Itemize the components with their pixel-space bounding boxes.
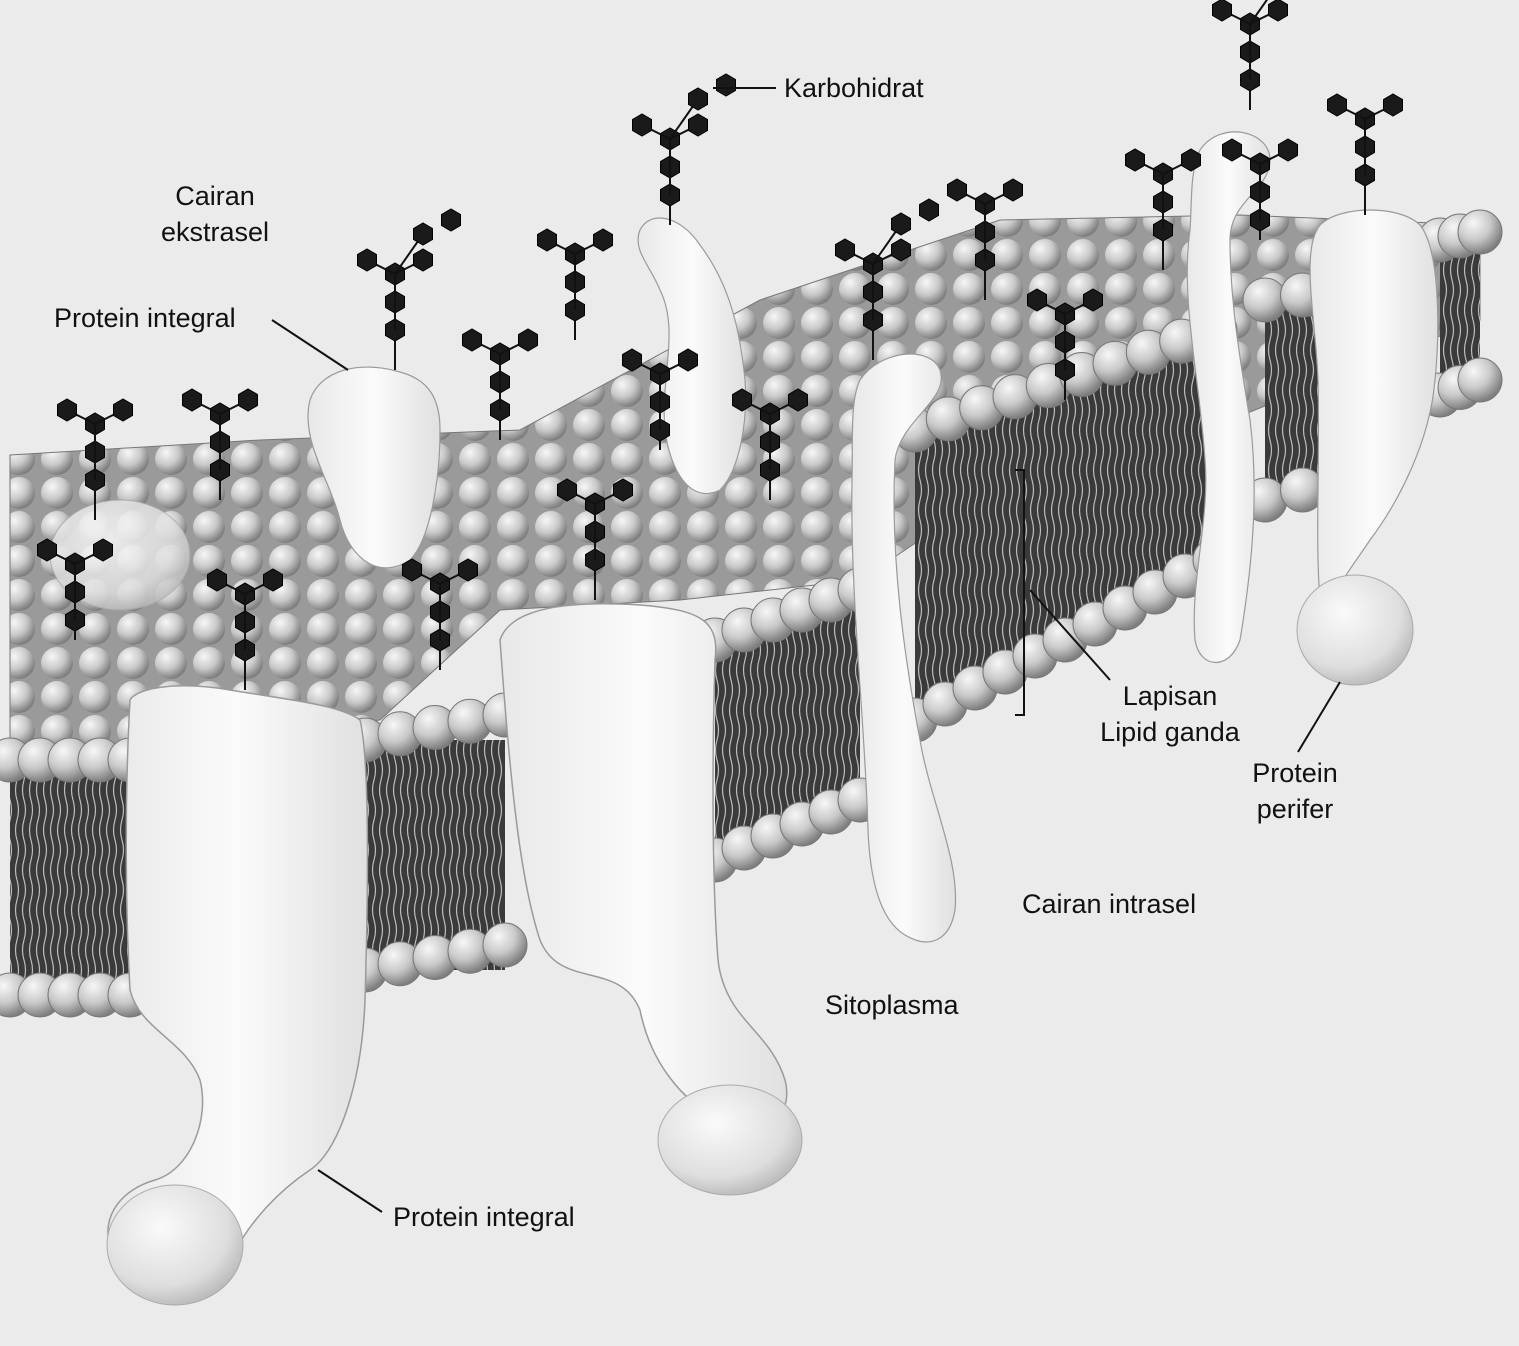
label-cairan-ekstrasel: Cairan ekstrasel [150, 178, 280, 250]
sugar-link [1249, 0, 1269, 25]
label-lapisan-lipid-ganda: Lapisan Lipid ganda [1080, 678, 1260, 750]
sugar-hexagon [716, 73, 736, 97]
sugar-hexagon [357, 248, 377, 272]
label-lapisan-line1: Lapisan [1122, 681, 1218, 711]
protein-peripheral [1296, 209, 1439, 686]
sugar-hexagon [182, 388, 202, 412]
sugar-hexagon [632, 113, 652, 137]
protein-integral-center [499, 603, 803, 1196]
protein-integral-upper-left [307, 366, 441, 569]
sugar-hexagon [613, 478, 633, 502]
sugar-hexagon [688, 113, 708, 137]
sugar-hexagon [1181, 148, 1201, 172]
protein-integral-left [106, 685, 369, 1306]
sugar-hexagon [1083, 288, 1103, 312]
sugar-hexagon [462, 328, 482, 352]
lipid-head [1242, 277, 1288, 323]
label-protein-integral-top: Protein integral [54, 303, 236, 333]
sugar-hexagon [441, 208, 461, 232]
label-cairan-ekstrasel-line1: Cairan [175, 181, 255, 211]
sugar-hexagon [919, 198, 939, 222]
leader-lapisan [1015, 469, 1111, 716]
sugar-hexagon [518, 328, 538, 352]
sugar-hexagon [263, 568, 283, 592]
label-protein-perifer: Protein perifer [1240, 755, 1350, 827]
sugar-hexagon [947, 178, 967, 202]
label-protein-integral-bottom: Protein integral [393, 1202, 575, 1232]
sugar-hexagon [593, 228, 613, 252]
sugar-hexagon [1383, 93, 1403, 117]
sugar-hexagon [891, 238, 911, 262]
sugar-hexagon [788, 388, 808, 412]
label-karbohidrat: Karbohidrat [784, 73, 924, 103]
sugar-hexagon [93, 538, 113, 562]
sugar-hexagon [1327, 93, 1347, 117]
sugar-hexagon [113, 398, 133, 422]
sugar-hexagon [688, 87, 708, 111]
sugar-hexagon [413, 248, 433, 272]
leader-protein-integral-top [271, 319, 349, 371]
sugar-hexagon [238, 388, 258, 412]
label-sitoplasma: Sitoplasma [825, 990, 959, 1020]
leader-lines [271, 87, 1341, 1213]
sugar-hexagon [37, 538, 57, 562]
sugar-hexagon [622, 348, 642, 372]
lipid-head [1457, 357, 1503, 403]
leader-protein-integral-bottom [317, 1169, 383, 1213]
sugar-hexagon [1222, 138, 1242, 162]
sugar-hexagon [557, 478, 577, 502]
lipid-head [1457, 209, 1503, 255]
label-lapisan-line2: Lipid ganda [1100, 717, 1240, 747]
sugar-hexagon [458, 558, 478, 582]
sugar-hexagon [1027, 288, 1047, 312]
sugar-hexagon [537, 228, 557, 252]
sugar-hexagon [207, 568, 227, 592]
label-protein-perifer-line2: perifer [1256, 794, 1334, 824]
sugar-hexagon [1278, 138, 1298, 162]
leader-protein-perifer [1297, 681, 1341, 753]
lipid-head [482, 922, 528, 968]
sugar-hexagon [1003, 178, 1023, 202]
protein-ribbon-right [851, 353, 957, 943]
sugar-hexagon [835, 238, 855, 262]
label-cairan-ekstrasel-line2: ekstrasel [160, 217, 270, 247]
sugar-hexagon [891, 212, 911, 236]
carbohydrate-chains [37, 0, 1403, 690]
sugar-hexagon [57, 398, 77, 422]
sugar-hexagon [1125, 148, 1145, 172]
sugar-hexagon [1268, 0, 1288, 22]
sugar-hexagon [678, 348, 698, 372]
sugar-hexagon [732, 388, 752, 412]
sugar-hexagon [413, 222, 433, 246]
sugar-hexagon [1212, 0, 1232, 22]
label-protein-perifer-line1: Protein [1252, 758, 1338, 788]
label-cairan-intrasel: Cairan intrasel [1022, 889, 1197, 919]
sugar-hexagon [402, 558, 422, 582]
